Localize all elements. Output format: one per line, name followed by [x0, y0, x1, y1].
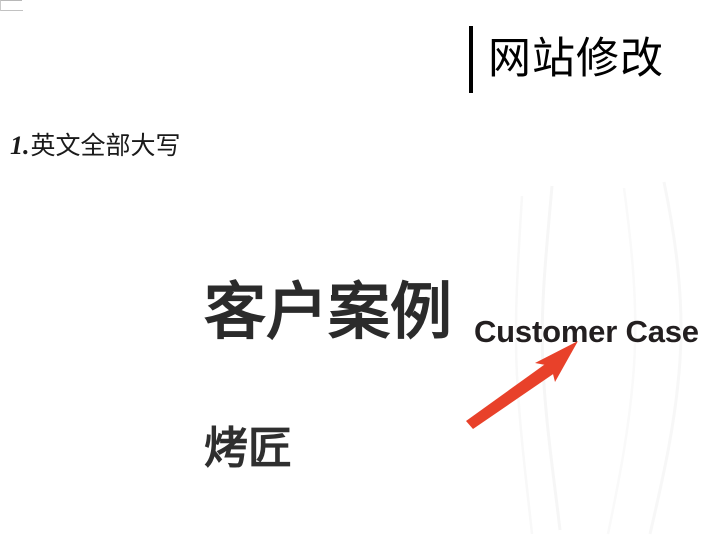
page-title-block: 网站修改: [469, 26, 664, 93]
captured-webpage-region: [0, 180, 704, 536]
page-title: 网站修改: [488, 34, 664, 84]
note-text: 英文全部大写: [30, 131, 181, 160]
note-item-1: 1. 英文全部大写: [10, 130, 181, 162]
brand-name-chinese: 烤匠: [204, 423, 292, 474]
section-heading-english: Customer Case: [474, 314, 699, 349]
section-heading-chinese: 客户案例: [204, 275, 453, 348]
note-index: 1.: [10, 131, 30, 160]
title-accent-bar: [469, 26, 473, 93]
crop-corner-mark: [0, 0, 23, 11]
